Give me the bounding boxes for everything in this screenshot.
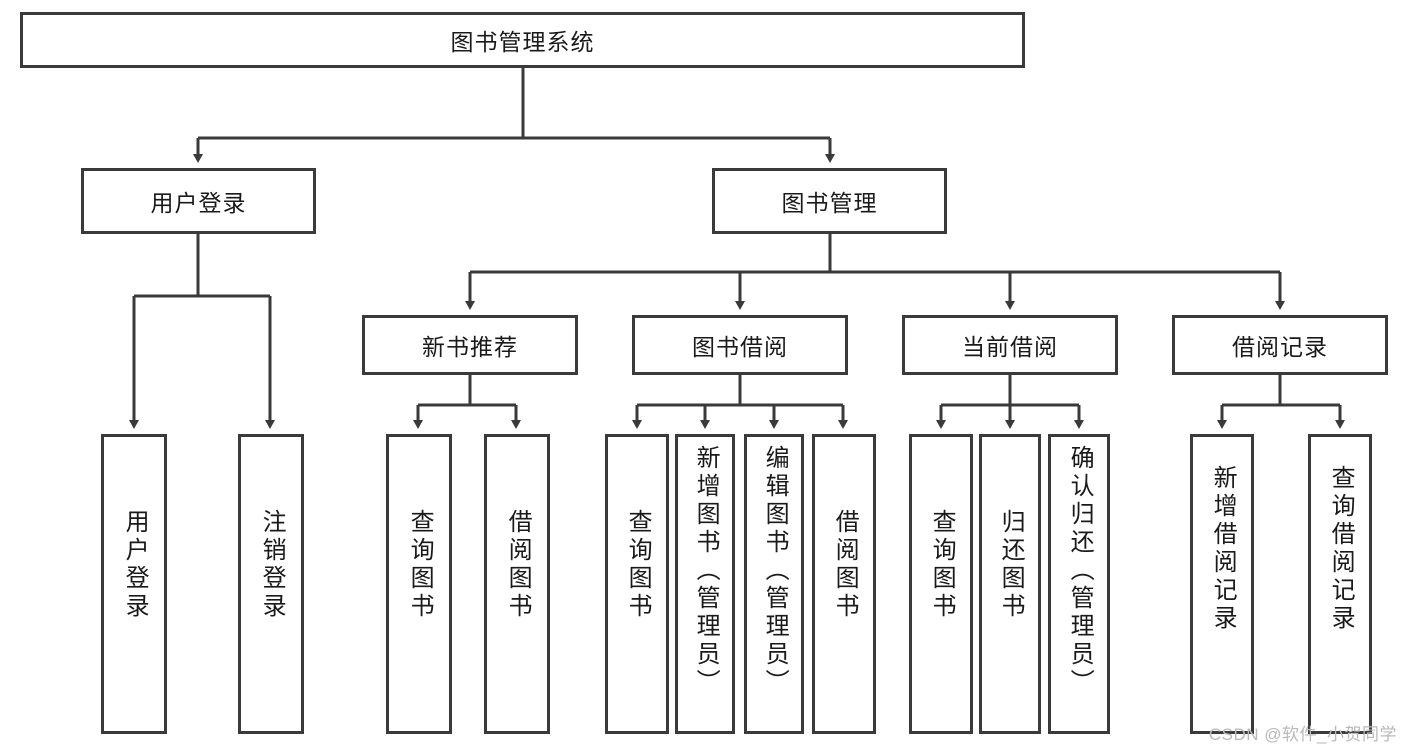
- node-label: 查询图书: [406, 509, 434, 621]
- node-leaf-confirm-return-admin[interactable]: 确认归还（管理员）: [1048, 434, 1110, 734]
- node-label: 编辑图书（管理员）: [761, 445, 789, 697]
- node-leaf-add-book-admin[interactable]: 新增图书（管理员）: [675, 434, 735, 734]
- node-label: 图书管理系统: [450, 29, 595, 55]
- node-leaf-user-logout[interactable]: 注销登录: [238, 434, 304, 734]
- node-book-borrow[interactable]: 图书借阅: [632, 315, 848, 375]
- node-new-book-recommend[interactable]: 新书推荐: [362, 315, 578, 375]
- node-leaf-query-book-current[interactable]: 查询图书: [909, 434, 973, 734]
- node-leaf-return-book[interactable]: 归还图书: [979, 434, 1041, 734]
- node-leaf-borrow-book-rec[interactable]: 借阅图书: [484, 434, 550, 734]
- node-borrow-record[interactable]: 借阅记录: [1172, 315, 1388, 375]
- watermark-text: CSDN @软件_小贺同学: [1208, 725, 1397, 744]
- node-label: 查询图书: [928, 509, 956, 621]
- node-leaf-query-book-rec[interactable]: 查询图书: [386, 434, 452, 734]
- node-current-borrow[interactable]: 当前借阅: [902, 315, 1118, 375]
- node-label: 新增借阅记录: [1209, 465, 1237, 633]
- node-label: 查询借阅记录: [1327, 465, 1355, 633]
- node-leaf-query-borrow-record[interactable]: 查询借阅记录: [1308, 434, 1372, 734]
- node-label: 借阅图书: [504, 509, 532, 621]
- node-label: 新书推荐: [422, 334, 518, 360]
- node-root-book-management-system[interactable]: 图书管理系统: [20, 12, 1025, 68]
- node-label: 确认归还（管理员）: [1066, 445, 1094, 697]
- node-label: 注销登录: [258, 509, 286, 621]
- node-leaf-add-borrow-record[interactable]: 新增借阅记录: [1190, 434, 1254, 734]
- node-label: 查询图书: [624, 509, 652, 621]
- node-label: 图书管理: [781, 190, 878, 216]
- node-leaf-query-book-borrow[interactable]: 查询图书: [605, 434, 669, 734]
- node-book-management[interactable]: 图书管理: [712, 168, 947, 234]
- node-label: 当前借阅: [962, 334, 1058, 360]
- node-label: 新增图书（管理员）: [692, 445, 720, 697]
- node-leaf-edit-book-admin[interactable]: 编辑图书（管理员）: [744, 434, 804, 734]
- node-label: 归还图书: [997, 509, 1025, 621]
- node-label: 用户登录: [121, 509, 149, 621]
- node-leaf-borrow-book-borrow[interactable]: 借阅图书: [812, 434, 876, 734]
- node-label: 用户登录: [150, 190, 247, 216]
- node-user-login[interactable]: 用户登录: [81, 168, 316, 234]
- node-label: 借阅图书: [831, 509, 859, 621]
- node-label: 图书借阅: [692, 334, 788, 360]
- node-leaf-user-login[interactable]: 用户登录: [101, 434, 167, 734]
- node-label: 借阅记录: [1232, 334, 1328, 360]
